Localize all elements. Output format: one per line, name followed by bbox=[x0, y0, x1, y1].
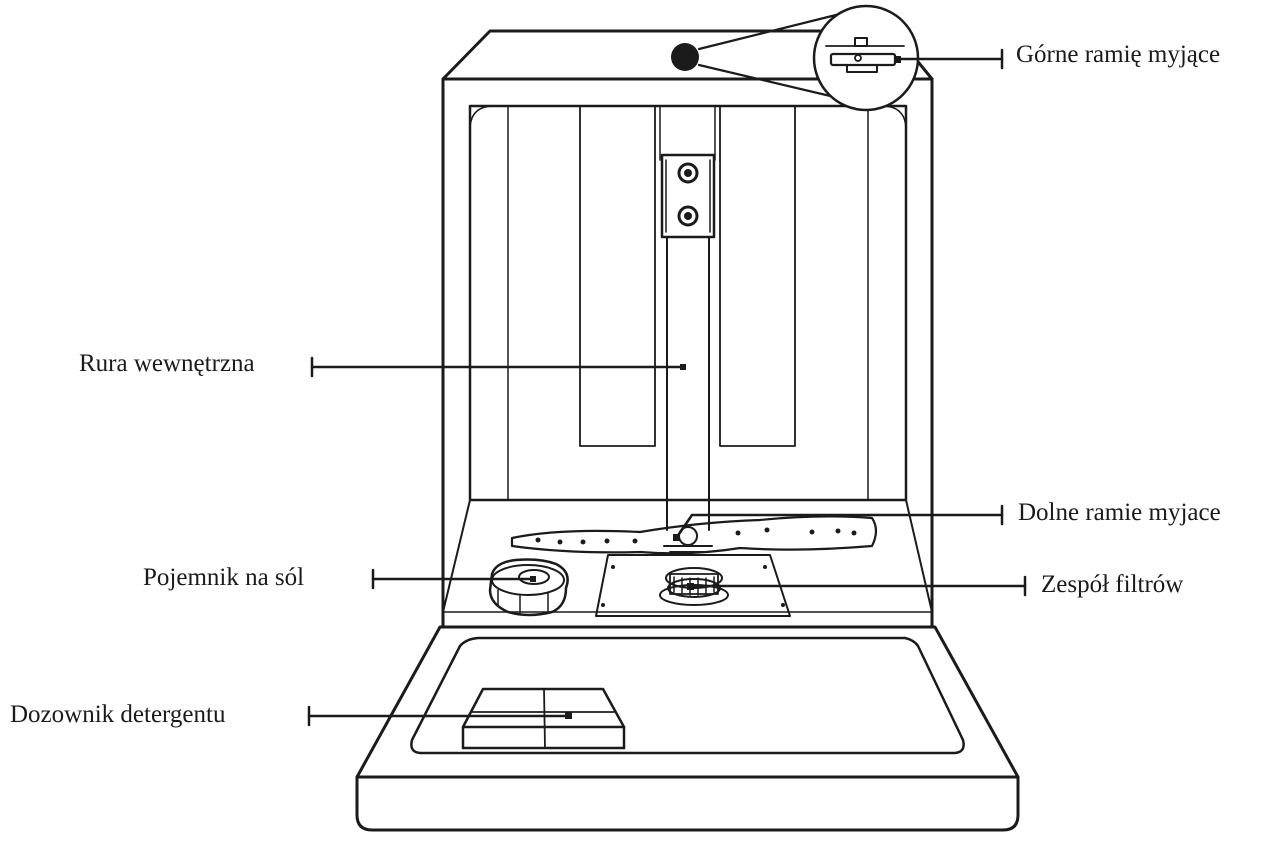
label-upper-spray-arm: Górne ramię myjące bbox=[1016, 41, 1221, 68]
upper-spray-arm-callout bbox=[671, 4, 920, 112]
leader-upper-spray-arm bbox=[894, 48, 1004, 70]
leader-filter-assembly bbox=[687, 575, 1027, 597]
leader-lower-spray-arm bbox=[673, 504, 1004, 541]
door bbox=[355, 625, 1020, 832]
leader-inner-pipe bbox=[310, 356, 686, 378]
label-lower-spray-arm: Dolne ramie myjace bbox=[1018, 499, 1221, 526]
inner-pipe bbox=[660, 153, 716, 531]
label-filter-assembly: Zespół filtrów bbox=[1041, 571, 1184, 598]
salt-container bbox=[488, 558, 569, 617]
label-inner-pipe: Rura wewnętrzna bbox=[79, 350, 255, 377]
lower-spray-arm bbox=[510, 515, 878, 555]
label-salt-container: Pojemnik na sól bbox=[143, 564, 305, 591]
label-detergent-dispenser: Dozownik detergentu bbox=[10, 701, 226, 728]
leader-detergent-dispenser bbox=[307, 705, 572, 727]
leader-salt-container bbox=[371, 568, 536, 590]
back-wall-panels bbox=[579, 105, 796, 447]
